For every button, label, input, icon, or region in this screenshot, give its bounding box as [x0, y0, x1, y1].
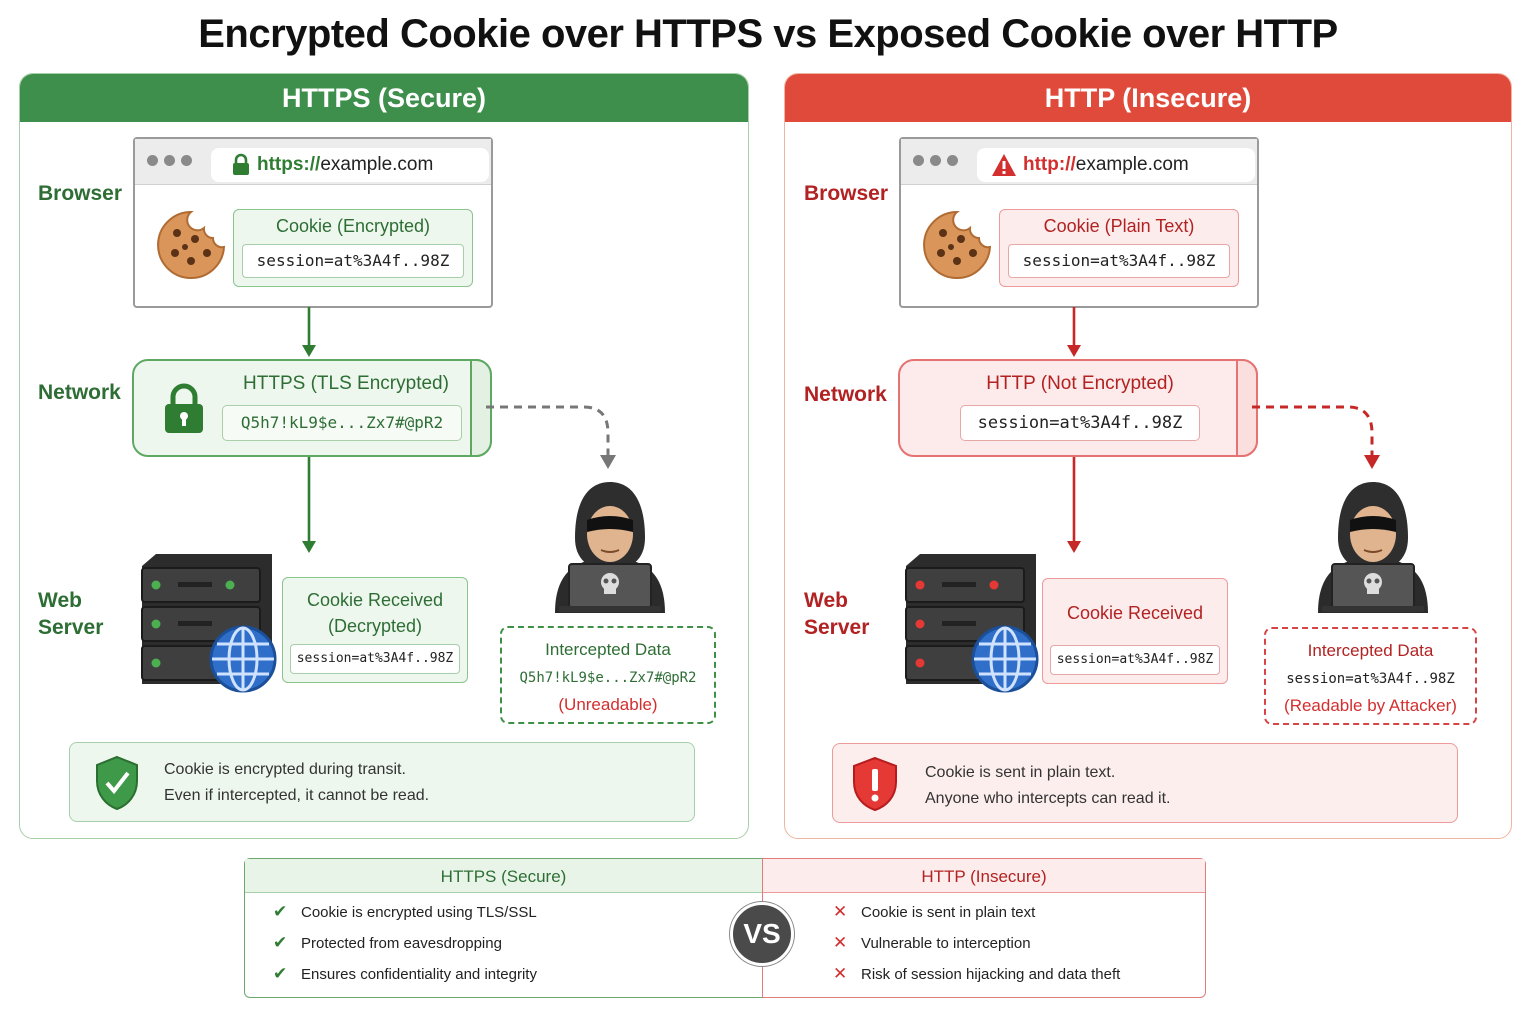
browser-titlebar: https://example.com	[135, 139, 491, 185]
http-cookie-title: Cookie (Plain Text)	[1043, 216, 1195, 236]
cross-icon: ✕	[833, 902, 848, 921]
https-network-value: Q5h7!kL9$e...Zx7#@pR2	[222, 405, 462, 441]
check-icon: ✔	[273, 964, 288, 983]
https-cookie-value: session=at%3A4f..98Z	[242, 244, 464, 278]
hacker-icon	[1318, 482, 1428, 613]
http-server-title: Cookie Received	[1066, 603, 1204, 623]
https-info-line-1: Cookie is encrypted during transit.	[164, 761, 406, 778]
https-info-box: Cookie is encrypted during transit. Even…	[69, 742, 695, 822]
https-server-title-1: Cookie Received	[306, 590, 444, 610]
https-browser-window: https://example.com Cookie (Encrypted) s…	[133, 137, 493, 308]
http-network-label: Network	[804, 383, 887, 406]
http-flow-arrows	[1067, 307, 1081, 553]
window-dot	[181, 155, 192, 166]
https-intercept-title: Intercepted Data	[545, 640, 671, 659]
url-protocol: http://	[1023, 154, 1076, 175]
http-panel-header: HTTP (Insecure)	[785, 74, 1511, 122]
globe-icon	[209, 625, 277, 693]
http-cookie-value: session=at%3A4f..98Z	[1008, 244, 1230, 278]
cross-icon: ✕	[833, 933, 848, 952]
https-intercept-value: Q5h7!kL9$e...Zx7#@pR2	[519, 670, 697, 686]
comparison-https-item: ✔Ensures confidentiality and integrity	[273, 964, 537, 983]
comparison-https-item: ✔Cookie is encrypted using TLS/SSL	[273, 902, 537, 921]
http-network-title: HTTP (Not Encrypted)	[986, 373, 1174, 394]
window-dot	[164, 155, 175, 166]
https-intercept-status: (Unreadable)	[558, 695, 658, 714]
https-web-label: Web	[38, 589, 82, 612]
http-network-value: session=at%3A4f..98Z	[960, 405, 1200, 441]
cookie-icon	[923, 210, 992, 279]
check-icon: ✔	[273, 902, 288, 921]
http-cookie-box: Cookie (Plain Text) session=at%3A4f..98Z	[999, 209, 1239, 287]
comparison-https: HTTPS (Secure) ✔Cookie is encrypted usin…	[244, 858, 762, 998]
http-server-cookie-box: Cookie Received session=at%3A4f..98Z	[1042, 578, 1228, 684]
http-intercepted-data: Intercepted Data session=at%3A4f..98Z (R…	[1264, 627, 1477, 725]
hacker-icon	[555, 482, 665, 613]
http-info-line-2: Anyone who intercepts can read it.	[925, 790, 1171, 807]
http-intercept-arrow	[1252, 405, 1380, 469]
window-dot	[947, 155, 958, 166]
https-info-line-2: Even if intercepted, it cannot be read.	[164, 787, 430, 804]
url-host: example.com	[320, 154, 434, 175]
https-browser-label: Browser	[38, 182, 123, 205]
shield-alert-icon	[853, 756, 897, 812]
https-network-channel: HTTPS (TLS Encrypted) Q5h7!kL9$e...Zx7#@…	[132, 359, 492, 457]
warning-icon	[992, 154, 1016, 176]
cookie-icon	[157, 210, 226, 279]
browser-titlebar: http://example.com	[901, 139, 1257, 185]
https-network-title: HTTPS (TLS Encrypted)	[243, 373, 449, 394]
comparison-http-item: ✕Vulnerable to interception	[833, 933, 1031, 952]
page-title: Encrypted Cookie over HTTPS vs Exposed C…	[198, 12, 1338, 56]
window-dot	[147, 155, 158, 166]
http-info-line-1: Cookie is sent in plain text.	[925, 764, 1116, 781]
https-panel: HTTPS (Secure)	[19, 73, 749, 839]
globe-icon	[971, 625, 1039, 693]
https-network-label: Network	[38, 381, 121, 404]
http-server-label: Server	[804, 616, 870, 639]
comparison-http: HTTP (Insecure) ✕Cookie is sent in plain…	[762, 858, 1206, 998]
http-browser-label: Browser	[804, 182, 889, 205]
http-url-bar[interactable]: http://example.com	[977, 148, 1255, 182]
comparison-https-item: ✔Protected from eavesdropping	[273, 933, 502, 952]
lock-icon	[233, 153, 249, 175]
http-web-label: Web	[804, 589, 848, 612]
https-server-cookie-value: session=at%3A4f..98Z	[290, 644, 460, 674]
padlock-icon	[165, 383, 203, 433]
https-intercepted-data: Intercepted Data Q5h7!kL9$e...Zx7#@pR2 (…	[500, 626, 716, 724]
https-server-title-2: (Decrypted)	[327, 616, 423, 636]
comparison-http-item: ✕Risk of session hijacking and data thef…	[833, 964, 1121, 983]
comparison-http-header: HTTP (Insecure)	[763, 859, 1205, 893]
http-server-cookie-value: session=at%3A4f..98Z	[1050, 645, 1220, 675]
http-intercept-title: Intercepted Data	[1307, 641, 1434, 660]
shield-check-icon	[96, 755, 138, 811]
url-host: example.com	[1075, 154, 1189, 175]
http-intercept-status: (Readable by Attacker)	[1284, 696, 1457, 715]
http-intercept-value: session=at%3A4f..98Z	[1286, 671, 1455, 687]
window-dot	[930, 155, 941, 166]
http-network-channel: HTTP (Not Encrypted) session=at%3A4f..98…	[898, 359, 1258, 457]
cross-icon: ✕	[833, 964, 848, 983]
comparison-http-item: ✕Cookie is sent in plain text	[833, 902, 1036, 921]
comparison-table: HTTPS (Secure) ✔Cookie is encrypted usin…	[244, 858, 1206, 998]
https-panel-header: HTTPS (Secure)	[20, 74, 748, 122]
window-dot	[913, 155, 924, 166]
https-flow-arrows	[302, 307, 316, 553]
https-server-cookie-box: Cookie Received (Decrypted) session=at%3…	[282, 577, 468, 683]
http-panel: HTTP (Insecure)	[784, 73, 1512, 839]
url-protocol: https://	[257, 154, 321, 175]
http-browser-window: http://example.com Cookie (Plain Text) s…	[899, 137, 1259, 308]
https-server-label: Server	[38, 616, 104, 639]
https-intercept-arrow	[486, 405, 616, 469]
comparison-https-header: HTTPS (Secure)	[245, 859, 762, 893]
https-cookie-box: Cookie (Encrypted) session=at%3A4f..98Z	[233, 209, 473, 287]
http-info-box: Cookie is sent in plain text. Anyone who…	[832, 743, 1458, 823]
check-icon: ✔	[273, 933, 288, 952]
https-url-bar[interactable]: https://example.com	[211, 148, 489, 182]
vs-badge: VS	[730, 902, 794, 966]
https-cookie-title: Cookie (Encrypted)	[275, 216, 431, 236]
